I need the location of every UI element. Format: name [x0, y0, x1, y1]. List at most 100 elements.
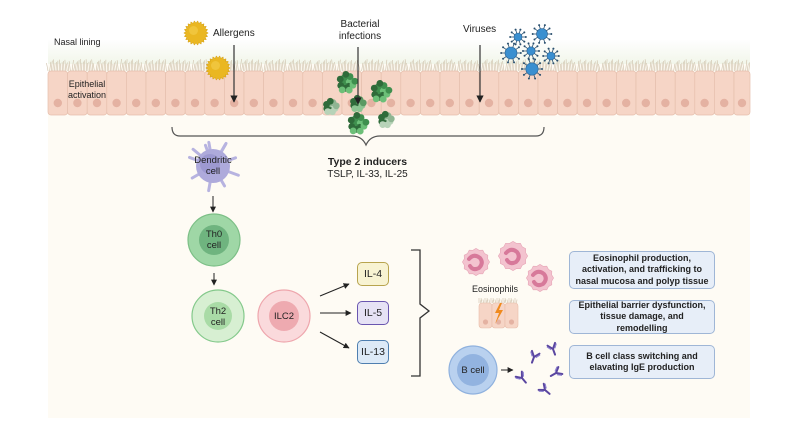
cell-nucleus: [426, 98, 435, 108]
virus-icon: [500, 24, 560, 80]
virus-particle: [546, 51, 556, 61]
cell-nucleus: [190, 98, 200, 108]
bacterium: [338, 86, 346, 94]
eosinophil: [462, 247, 490, 276]
eosinophils-label: Eosinophils: [472, 284, 519, 294]
outcome-epithelial-box: Epithelial barrier dysfunction, tissue d…: [569, 300, 715, 334]
outcome-line: Eosinophil production,: [592, 252, 691, 263]
bacterium: [356, 127, 364, 135]
outcome-line: B cell class switching and: [586, 350, 698, 361]
b-cell: [448, 345, 498, 395]
virus-particle: [536, 28, 548, 40]
epithelial-cell: [674, 70, 696, 116]
outcome-bcell-box: B cell class switching and elavating IgE…: [569, 345, 715, 379]
epithelial-cell: [126, 70, 147, 116]
outcome-line: activation, and trafficking to: [581, 264, 702, 275]
epithelial-cell-layer: [47, 70, 751, 116]
type2-brace: [171, 126, 545, 147]
cell-nucleus: [680, 98, 690, 108]
ilc2-cell: [257, 289, 311, 343]
nasal-lining-label: Nasal lining: [54, 37, 101, 47]
b-cell-label: B cell: [461, 365, 485, 376]
th0-cell-line: Th0: [205, 229, 223, 240]
epithelial-cell: [145, 70, 166, 116]
cell-nucleus: [386, 98, 396, 108]
epithelial-activation-label: Epithelial activation: [62, 79, 112, 101]
epithelial-cell: [184, 70, 206, 116]
th0-cell: [187, 213, 241, 267]
bacterium: [345, 86, 353, 94]
epithelial-cell: [165, 70, 186, 116]
cell-nucleus: [582, 98, 592, 108]
cilia-layer: [46, 58, 750, 72]
cell-nucleus: [737, 98, 747, 108]
il5-box: IL-5: [357, 301, 389, 325]
il4-box: IL-4: [357, 262, 389, 286]
antibody: [530, 349, 541, 364]
cell-nucleus: [543, 98, 552, 108]
cell-nucleus: [249, 98, 258, 108]
cell-nucleus: [602, 98, 611, 108]
cell-nucleus: [484, 98, 494, 108]
eosinophil-nucleus: [531, 269, 548, 288]
epithelial-cell: [596, 70, 617, 116]
cell-nucleus: [171, 98, 180, 108]
epithelial-cell: [420, 70, 441, 116]
epithelial-activation-line: activation: [67, 90, 107, 100]
cell-nucleus: [700, 98, 709, 108]
cell-nucleus: [132, 98, 141, 108]
allergen-icon: [183, 20, 231, 81]
viruses-label: Viruses: [463, 24, 497, 35]
eosinophil: [526, 264, 554, 292]
cell-nucleus: [269, 98, 278, 108]
epithelial-cell: [302, 70, 323, 116]
outcome-eosinophil-box: Eosinophil production, activation, and t…: [569, 251, 715, 289]
bacterium: [351, 77, 359, 85]
virus-particle: [525, 62, 539, 76]
cell-nucleus: [641, 98, 650, 108]
bacterium: [349, 127, 357, 135]
antibody: [549, 366, 564, 377]
epithelial-cell: [537, 70, 558, 116]
cell-nucleus: [92, 98, 102, 108]
epithelial-cell: [498, 70, 519, 116]
epithelial-cell: [282, 70, 304, 116]
antibody: [546, 341, 557, 356]
epithelial-activation-line: Epithelial: [68, 79, 106, 89]
cell-nucleus: [524, 98, 533, 108]
bacterium: [353, 94, 361, 102]
cell-nucleus: [53, 98, 62, 108]
bacterium: [376, 79, 384, 87]
bacterium: [336, 75, 344, 83]
cell-nucleus: [406, 98, 415, 108]
epithelial-cell: [400, 70, 421, 116]
outcome-line: nasal mucosa and polyp tissue: [575, 275, 709, 286]
epithelial-cell: [459, 70, 480, 116]
lightning-icon: [495, 303, 503, 324]
bacterium: [342, 70, 350, 78]
bacterium: [362, 118, 370, 126]
virus-particle: [526, 46, 536, 56]
cell-nucleus: [73, 98, 82, 108]
eosinophil-icon: [462, 240, 554, 292]
th2-cell-line: Th2: [209, 306, 227, 317]
eosinophil: [497, 240, 529, 272]
th0-cell-line: cell: [206, 240, 222, 251]
arrow-to-il13: [319, 331, 350, 349]
ilc2-cell-label: ILC2: [273, 311, 295, 322]
epithelial-cell: [263, 70, 284, 116]
epithelial-cell: [655, 70, 676, 116]
effects-bracket: [411, 249, 431, 377]
dendritic-cell-line: cell: [205, 166, 221, 177]
epithelial-cell: [243, 70, 264, 116]
il13-box: IL-13: [357, 340, 389, 364]
epithelial-cell: [694, 70, 715, 116]
cell-nucleus: [151, 98, 160, 108]
cell-nucleus: [112, 98, 121, 108]
bacterial-infections-label: Bacterial infections: [325, 19, 395, 43]
arrow-to-il4: [319, 283, 350, 297]
bacterium: [372, 95, 380, 103]
type2-inducers-title: Type 2 inducers: [327, 156, 408, 168]
cell-nucleus: [563, 98, 572, 108]
